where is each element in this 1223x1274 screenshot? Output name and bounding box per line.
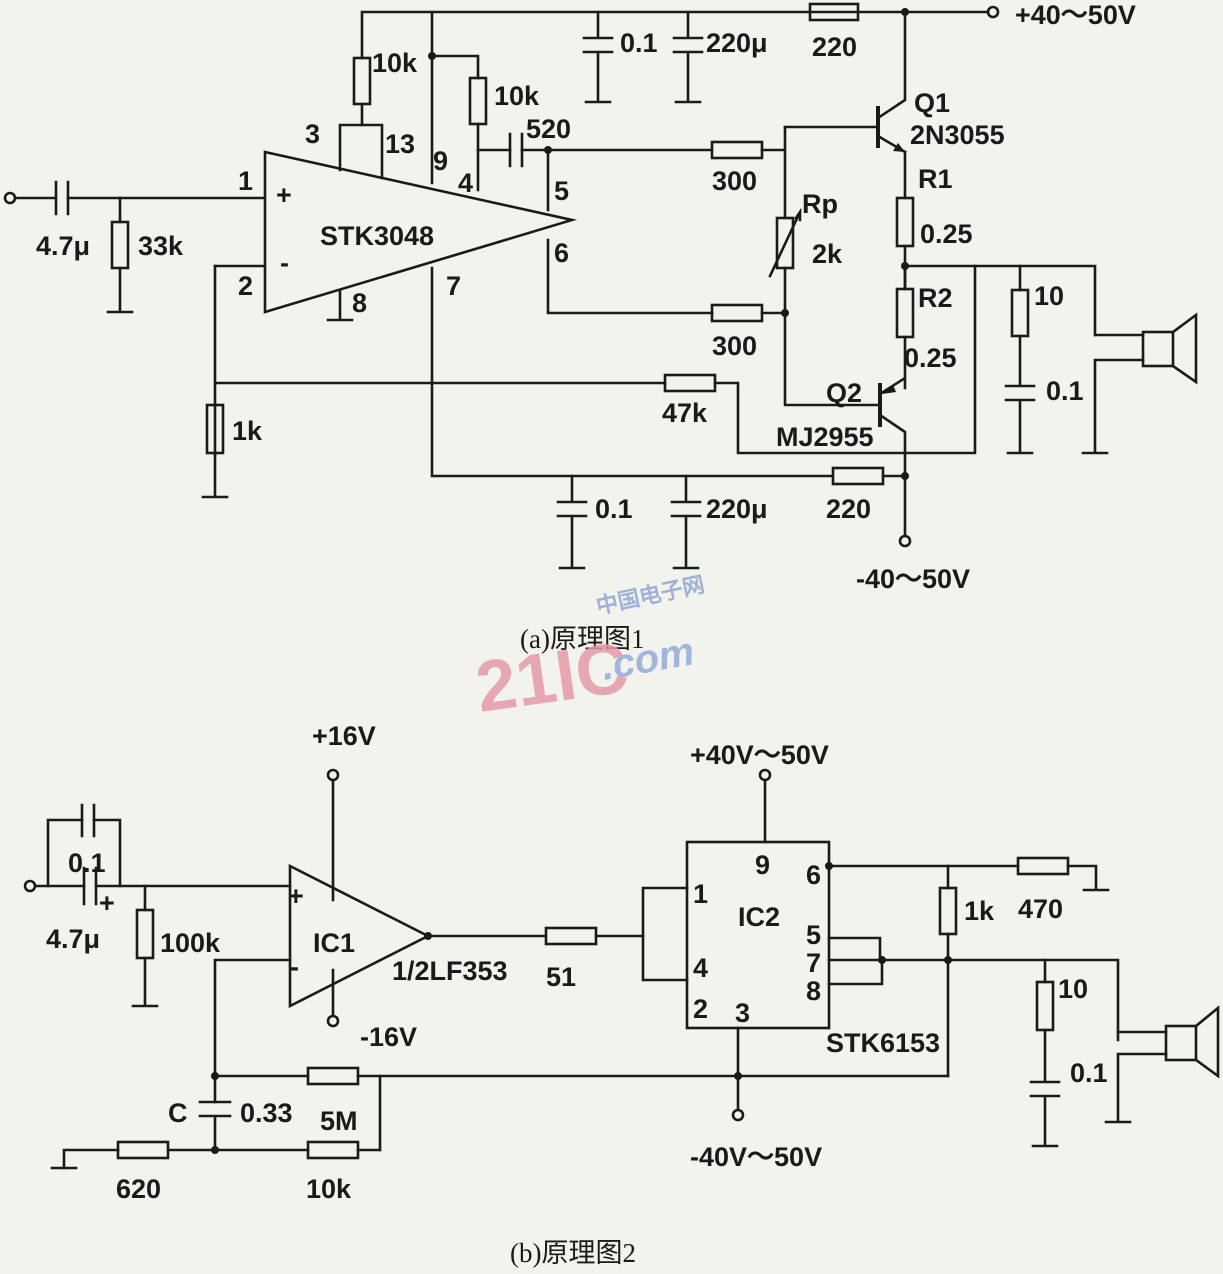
circuit-b-wiring: [23, 768, 1220, 1170]
vneg16-label: -16V: [360, 1022, 417, 1052]
ic2-pin7-label: 7: [806, 948, 821, 978]
rp-label: Rp: [802, 189, 838, 219]
r-300b-label: 300: [712, 331, 757, 361]
vpos-b-label: +40V～50V: [690, 740, 829, 770]
ic2-pin2-label: 2: [693, 994, 708, 1024]
r-10k-label: 10k: [306, 1174, 352, 1204]
watermark-logo: 中国电子网 21IC .com: [471, 572, 707, 728]
c-top-220-label: 220μ: [706, 28, 768, 58]
r-300a-label: 300: [712, 166, 757, 196]
ic2-pin3-label: 3: [735, 998, 750, 1028]
r1-label: R1: [918, 164, 953, 194]
ic2-pin9-label: 9: [755, 850, 770, 880]
r-5m-label: 5M: [320, 1106, 358, 1136]
caption-b: (b)原理图2: [510, 1238, 636, 1268]
svg-text:中国电子网: 中国电子网: [594, 572, 707, 619]
r-470-label: 470: [1018, 894, 1063, 924]
pin3-label: 3: [305, 119, 320, 149]
r2-value-label: 0.25: [904, 343, 957, 373]
pin13-label: 13: [385, 129, 415, 159]
q1-type-label: 2N3055: [910, 120, 1005, 150]
c-value-label: 0.33: [240, 1098, 293, 1128]
r-47k-label: 47k: [662, 398, 708, 428]
c-label: C: [168, 1098, 188, 1128]
r-51-label: 51: [546, 962, 576, 992]
vpos16-label: +16V: [312, 721, 376, 751]
ic2-pin1-label: 1: [693, 879, 708, 909]
r-top1-label: 10k: [372, 48, 418, 78]
c-out-b-label: 0.1: [1070, 1058, 1108, 1088]
r-620-label: 620: [116, 1174, 161, 1204]
c-in-b-label: 4.7μ: [46, 924, 100, 954]
pin4-label: 4: [458, 168, 473, 198]
ic1-plus-label: +: [288, 881, 304, 911]
pin2-label: 2: [238, 271, 253, 301]
vneg-b-label: -40V～50V: [690, 1142, 822, 1172]
ic2-pin5-label: 5: [806, 920, 821, 950]
pin5-label: 5: [554, 176, 569, 206]
r2-label: R2: [918, 283, 953, 313]
pin7-label: 7: [446, 271, 461, 301]
c-bot-01-label: 0.1: [595, 494, 633, 524]
rp-value-label: 2k: [812, 239, 843, 269]
ic1-label: IC1: [313, 928, 355, 958]
pin6-label: 6: [554, 238, 569, 268]
vpos-label: +40～50V: [1015, 0, 1136, 30]
r-100k-label: 100k: [160, 928, 221, 958]
c-plus-label: +: [99, 888, 115, 918]
r-10-label: 10: [1034, 281, 1064, 311]
q1-label: Q1: [914, 88, 950, 118]
ic-stk3048-label: STK3048: [320, 221, 434, 251]
ic2-pin6-label: 6: [806, 860, 821, 890]
ic1-type-label: 1/2LF353: [392, 956, 508, 986]
r-bot-220-label: 220: [826, 494, 871, 524]
minus-input-label: -: [280, 248, 289, 278]
c01-label: 0.1: [68, 848, 106, 878]
c-520-label: 520: [526, 114, 571, 144]
r-10-b-label: 10: [1058, 974, 1088, 1004]
vneg-label: -40～50V: [856, 564, 970, 594]
ic2-type-label: STK6153: [826, 1028, 940, 1058]
r1-value-label: 0.25: [920, 219, 973, 249]
c-top-01-label: 0.1: [620, 28, 658, 58]
r-1k-b-label: 1k: [964, 896, 995, 926]
r-1k-label: 1k: [232, 416, 263, 446]
c-in-label: 4.7μ: [36, 231, 90, 261]
ic2-pin4-label: 4: [693, 953, 708, 983]
q2-label: Q2: [826, 378, 862, 408]
c-bot-220-label: 220μ: [706, 494, 768, 524]
r-top-220-label: 220: [812, 32, 857, 62]
circuit-a-wiring: [3, 2, 1198, 570]
pin8-label: 8: [352, 288, 367, 318]
ic2-pin8-label: 8: [806, 976, 821, 1006]
r-in-label: 33k: [138, 231, 184, 261]
pin1-label: 1: [238, 166, 253, 196]
c-out-01-label: 0.1: [1046, 376, 1084, 406]
q2-type-label: MJ2955: [776, 422, 874, 452]
pin9-label: 9: [433, 146, 448, 176]
ic1-minus-label: -: [290, 952, 299, 982]
ic2-label: IC2: [738, 902, 780, 932]
plus-input-label: +: [276, 180, 292, 210]
caption-a: (a)原理图1: [520, 624, 644, 654]
r-top2-label: 10k: [494, 81, 540, 111]
